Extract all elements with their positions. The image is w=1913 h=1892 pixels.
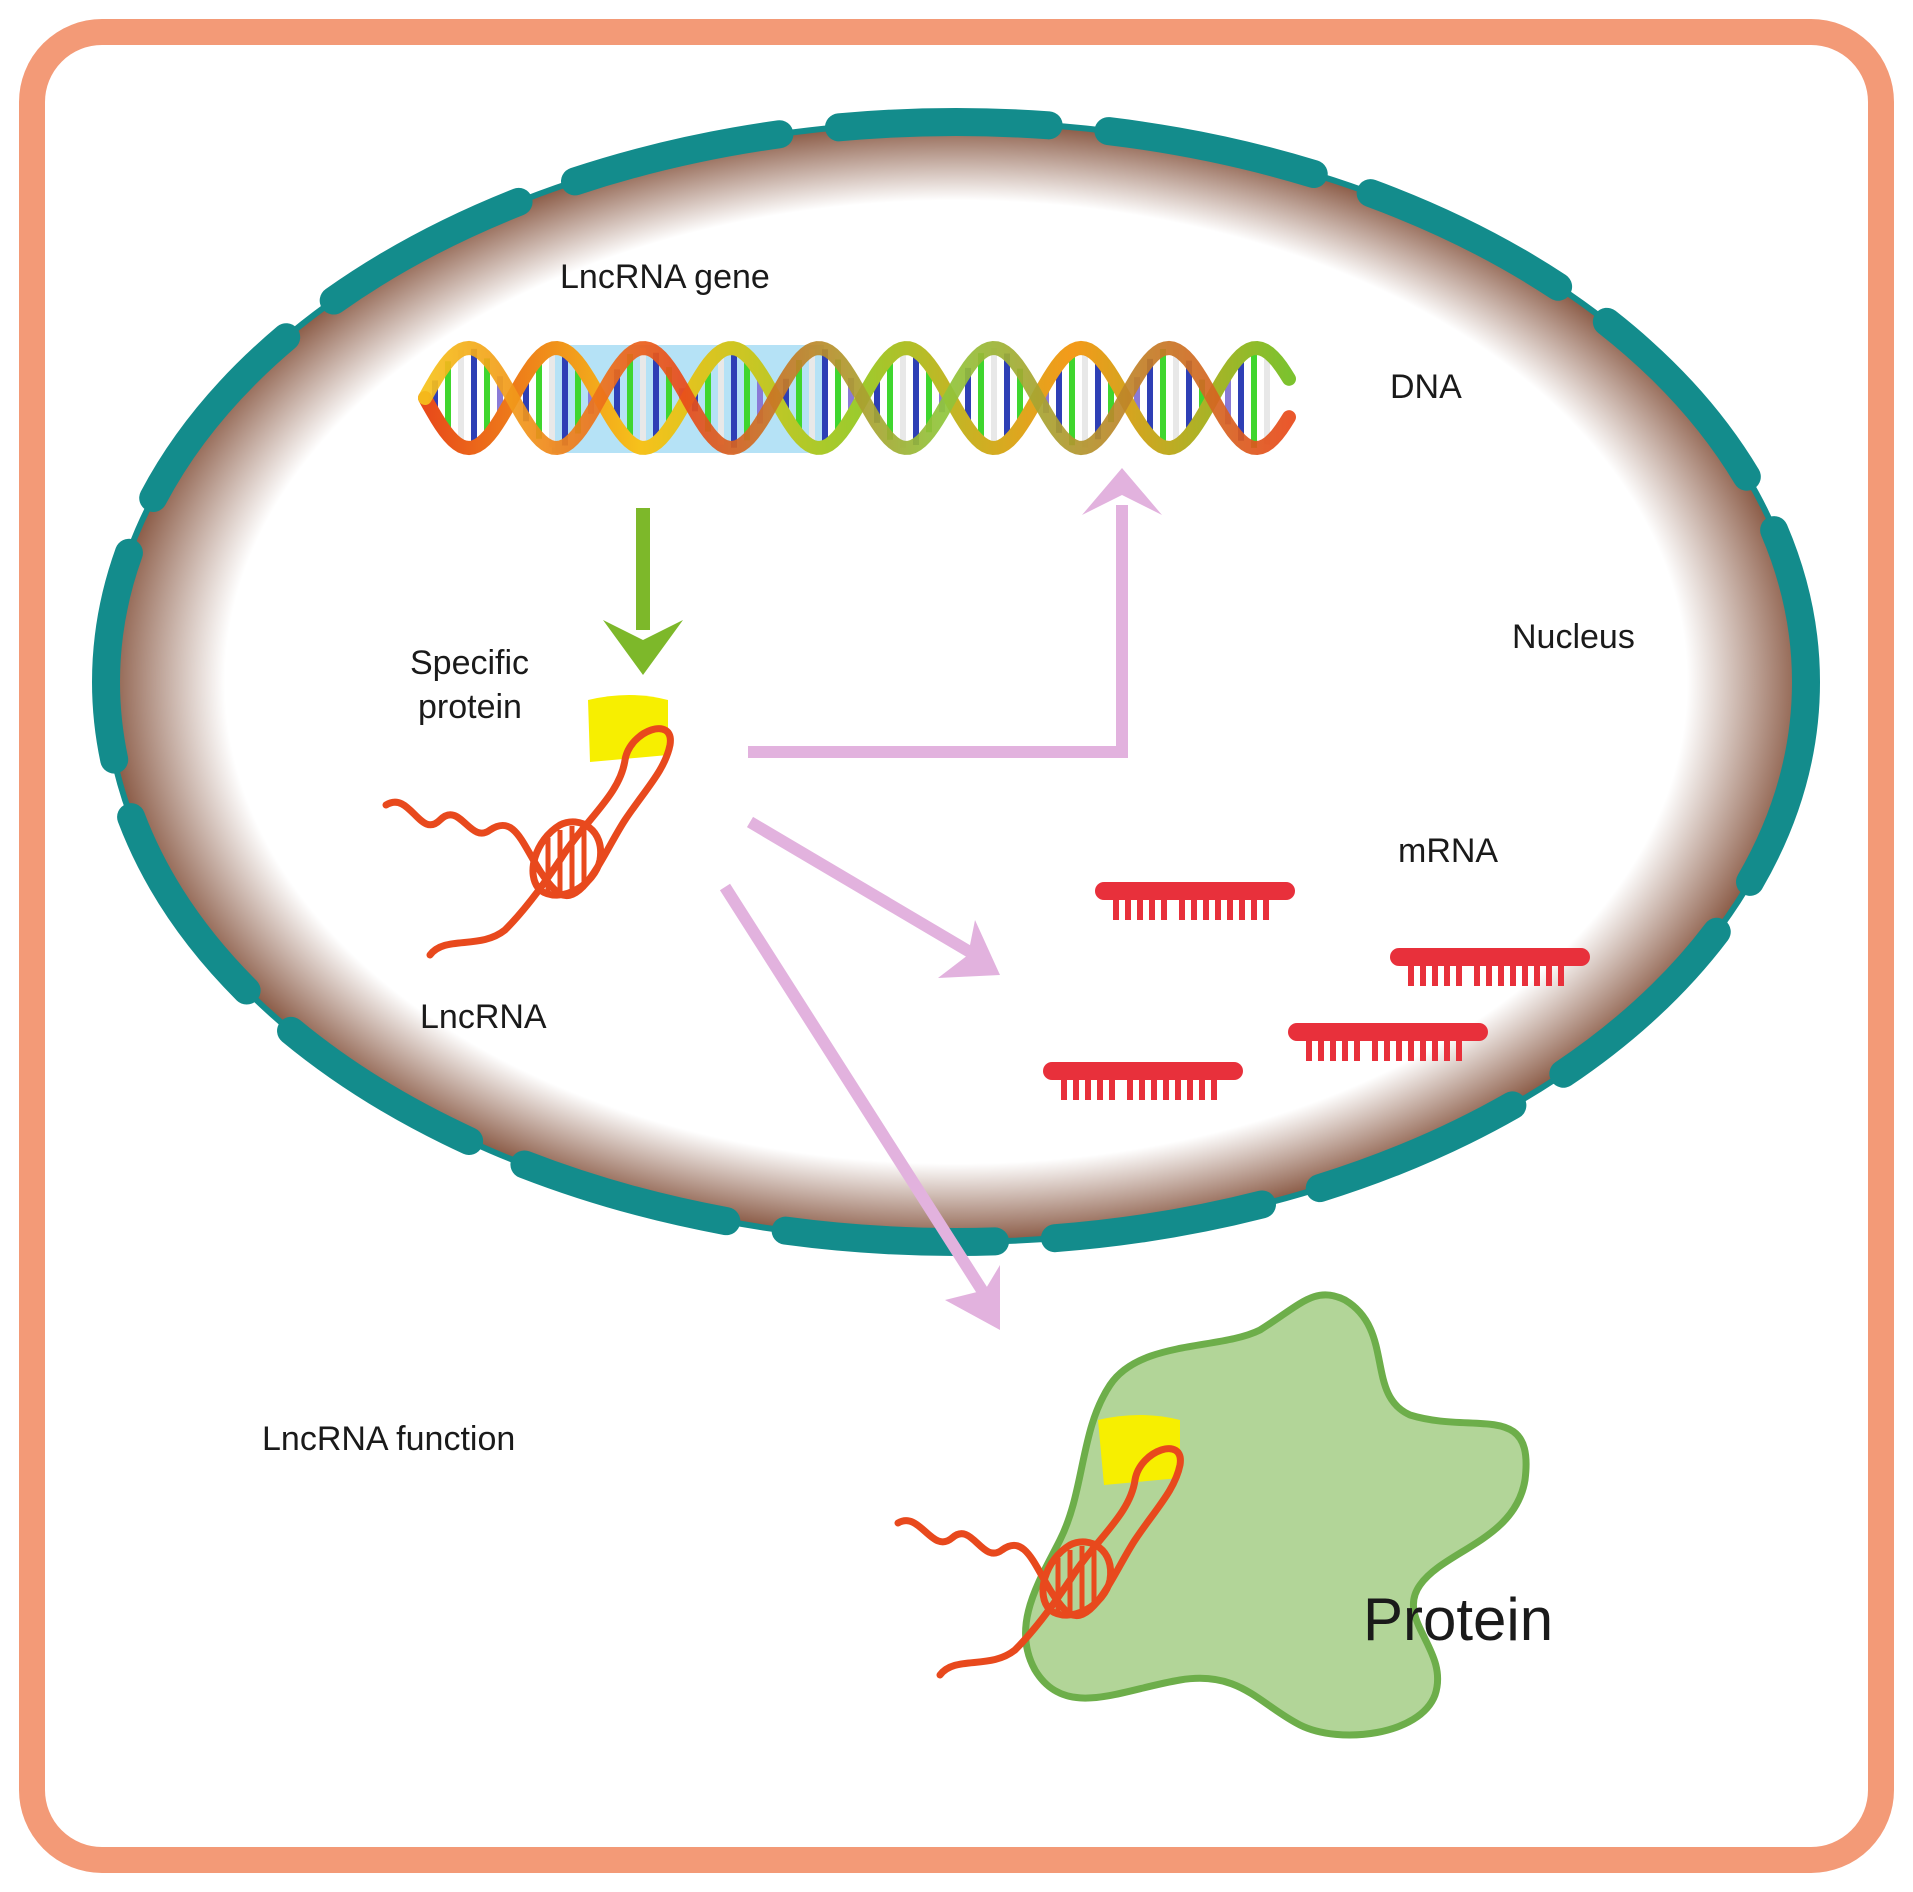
mrna-base	[1151, 1074, 1157, 1100]
mrna-base	[1432, 960, 1438, 986]
mrna-base	[1420, 960, 1426, 986]
specific-protein-block-icon	[588, 695, 668, 762]
mrna-group	[1043, 882, 1590, 1100]
arrow-to-mrna	[746, 816, 979, 961]
nucleus	[92, 108, 1820, 1256]
mrna-base	[1239, 894, 1245, 920]
mrna-base	[1432, 1035, 1438, 1061]
bound-lncrna-hairpin-icon	[894, 1415, 1184, 1679]
arrow-to-dna	[748, 505, 1128, 758]
arrow-to-protein	[719, 883, 991, 1299]
specific-protein-label-line2: protein	[418, 688, 522, 726]
mrna-base	[1342, 1035, 1348, 1061]
mrna-label: mRNA	[1398, 832, 1498, 870]
mrna-strand-icon	[1390, 948, 1590, 986]
mrna-base	[1161, 894, 1167, 920]
mrna-strand-icon	[1288, 1023, 1488, 1061]
mrna-base	[1546, 960, 1552, 986]
mrna-base	[1073, 1074, 1079, 1100]
mrna-base	[1330, 1035, 1336, 1061]
mrna-base	[1179, 894, 1185, 920]
mrna-base	[1456, 1035, 1462, 1061]
specific-protein-block-icon	[1098, 1415, 1180, 1485]
mrna-base	[1199, 1074, 1205, 1100]
transcription-arrow	[603, 508, 683, 675]
dna-label: DNA	[1390, 368, 1462, 406]
protein-blob-icon	[1022, 1291, 1530, 1739]
mrna-base	[1384, 1035, 1390, 1061]
mrna-base	[1306, 1035, 1312, 1061]
mrna-base	[1139, 1074, 1145, 1100]
specific-protein-label-line1: Specific	[410, 644, 529, 682]
lncrna-hairpin-icon	[382, 695, 674, 959]
mrna-base	[1474, 960, 1480, 986]
lncrna-gene-label: LncRNA gene	[560, 258, 770, 296]
nucleus-interior	[106, 122, 1806, 1242]
mrna-base	[1085, 1074, 1091, 1100]
mrna-base	[1203, 894, 1209, 920]
mrna-base	[1127, 1074, 1133, 1100]
mrna-base	[1396, 1035, 1402, 1061]
mrna-base	[1408, 1035, 1414, 1061]
mrna-base	[1522, 960, 1528, 986]
mrna-base	[1534, 960, 1540, 986]
mrna-base	[1318, 1035, 1324, 1061]
mrna-base	[1097, 1074, 1103, 1100]
mrna-strand-icon	[1043, 1062, 1243, 1100]
regulation-arrows	[719, 468, 1162, 1330]
mrna-base	[1251, 894, 1257, 920]
mrna-base	[1486, 960, 1492, 986]
mrna-base	[1187, 1074, 1193, 1100]
lncrna-label: LncRNA	[420, 998, 547, 1036]
mrna-base	[1227, 894, 1233, 920]
mrna-base	[1137, 894, 1143, 920]
mrna-base	[1163, 1074, 1169, 1100]
mrna-base	[1109, 1074, 1115, 1100]
mrna-strand-icon	[1095, 882, 1295, 920]
mrna-base	[1191, 894, 1197, 920]
nucleus-label: Nucleus	[1512, 618, 1635, 656]
mrna-base	[1354, 1035, 1360, 1061]
lncrna-function-label: LncRNA function	[262, 1420, 515, 1458]
mrna-base	[1456, 960, 1462, 986]
mrna-base	[1215, 894, 1221, 920]
mrna-base	[1061, 1074, 1067, 1100]
mrna-base	[1113, 894, 1119, 920]
mrna-base	[1149, 894, 1155, 920]
mrna-base	[1125, 894, 1131, 920]
mrna-base	[1510, 960, 1516, 986]
mrna-base	[1420, 1035, 1426, 1061]
mrna-base	[1498, 960, 1504, 986]
mrna-base	[1444, 1035, 1450, 1061]
mrna-base	[1408, 960, 1414, 986]
mrna-base	[1444, 960, 1450, 986]
mrna-base	[1372, 1035, 1378, 1061]
protein-label: Protein	[1363, 1586, 1553, 1653]
mrna-base	[1211, 1074, 1217, 1100]
mrna-base	[1558, 960, 1564, 986]
mrna-base	[1175, 1074, 1181, 1100]
mrna-base	[1263, 894, 1269, 920]
dna-double-helix-icon	[418, 340, 1296, 456]
